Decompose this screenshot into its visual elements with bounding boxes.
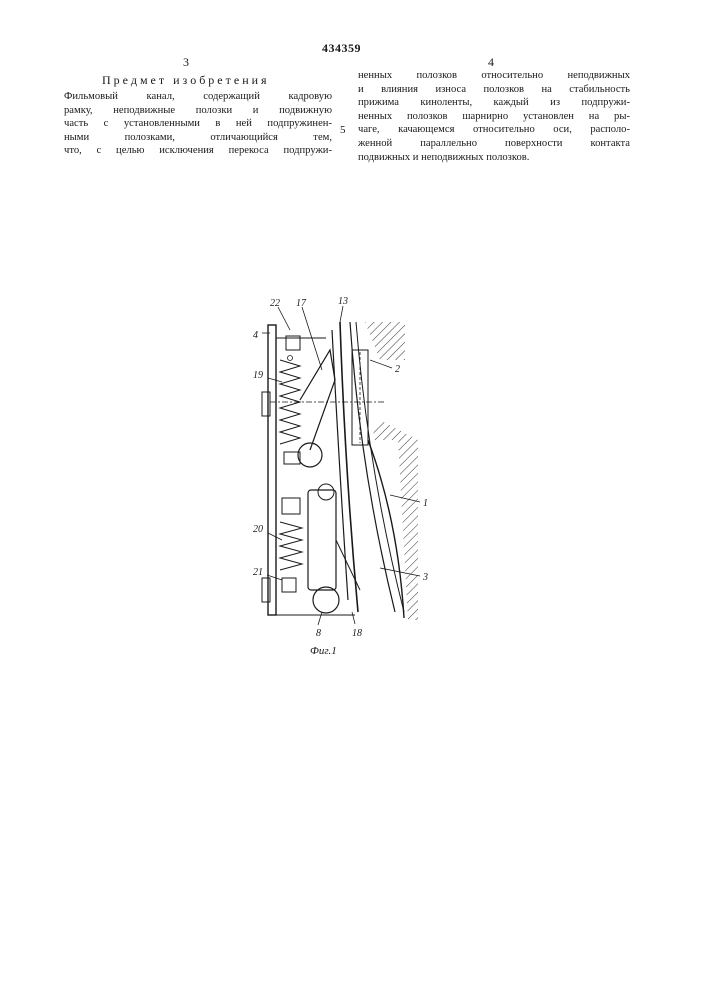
label-8: 8 <box>316 628 321 639</box>
left-column-number: 3 <box>183 55 189 70</box>
text-line: рамку, неподвижные полозки и подвижную <box>64 104 332 118</box>
label-19: 19 <box>253 370 263 381</box>
text-line: и влияния износа полозков на стабильност… <box>358 83 630 97</box>
technical-figure: 22 17 13 4 2 19 1 20 3 21 8 18 Фиг.1 <box>250 290 450 660</box>
lower-lever-and-roller <box>282 484 360 613</box>
text-line: что, с целью исключения перекоса подпруж… <box>64 144 332 158</box>
text-line: ными полозками, отличающийся тем, <box>64 131 332 145</box>
right-text-column: ненных полозков относительно неподвижных… <box>358 69 630 164</box>
line-number-marker: 5 <box>340 124 346 136</box>
label-1: 1 <box>423 498 428 509</box>
patent-number: 434359 <box>322 41 361 56</box>
text-line: Фильмовый канал, содержащий кадровую <box>64 90 332 104</box>
left-text-column: Фильмовый канал, содержащий кадровую рам… <box>64 90 332 158</box>
lower-spring <box>280 498 302 570</box>
label-17: 17 <box>296 298 307 309</box>
label-2: 2 <box>395 364 400 375</box>
text-line: подвижных и неподвижных полозков. <box>358 151 630 165</box>
upper-lever-and-roller <box>284 350 335 467</box>
label-4: 4 <box>253 330 258 341</box>
label-3: 3 <box>422 572 428 583</box>
upper-spring <box>280 336 300 444</box>
figure-drawing: 22 17 13 4 2 19 1 20 3 21 8 18 Фиг.1 <box>250 290 450 660</box>
figure-caption: Фиг.1 <box>310 645 337 657</box>
fixed-housing-hatched <box>365 322 418 620</box>
label-13: 13 <box>338 296 348 307</box>
label-20: 20 <box>253 524 263 535</box>
section-heading: Предмет изобретения <box>102 73 270 88</box>
text-line: прижима киноленты, каждый из подпружи- <box>358 96 630 110</box>
text-line: часть с установленными в ней подпружинен… <box>64 117 332 131</box>
text-line: ненных полозков относительно неподвижных <box>358 69 630 83</box>
text-line: чаге, качающемся относительно оси, распо… <box>358 123 630 137</box>
label-18: 18 <box>352 628 362 639</box>
label-21: 21 <box>253 567 263 578</box>
right-column-number: 4 <box>488 55 494 70</box>
text-line: ненных полозков шарнирно установлен на р… <box>358 110 630 124</box>
text-line: женной параллельно поверхности контакта <box>358 137 630 151</box>
label-22: 22 <box>270 298 280 309</box>
